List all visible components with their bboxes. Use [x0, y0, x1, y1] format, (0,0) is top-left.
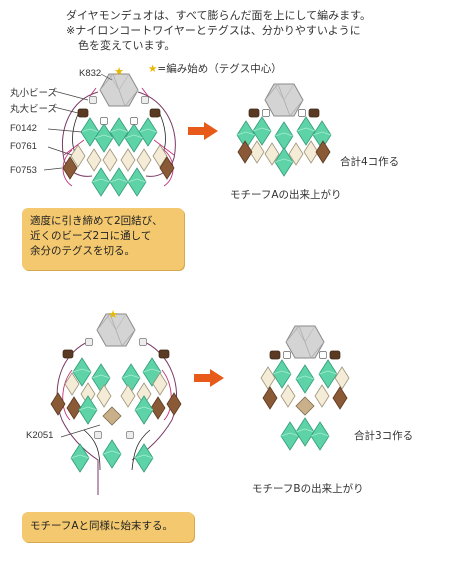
arrow-right-icon-b: [194, 369, 224, 387]
motif-a-caption: モチーフAの出来上がり: [230, 189, 342, 201]
arrow-right-icon-a: [188, 122, 218, 140]
large-bead-right: [149, 108, 161, 118]
intro-text: ダイヤモンデュオは、すべて膨らんだ面を上にして編みます。 ※ナイロンコートワイヤ…: [66, 8, 446, 53]
motif-b-result: [260, 325, 350, 451]
k2051-leader: [60, 424, 101, 438]
intro-line-1: ダイヤモンデュオは、すべて膨らんだ面を上にして編みます。: [66, 9, 372, 22]
intro-line-3: 色を変えています。: [78, 39, 176, 52]
small-bead-right: [141, 96, 149, 104]
note-b: モチーフAと同様に始末する。: [22, 512, 194, 542]
small-bead-left: [89, 96, 97, 104]
motif-a-count: 合計4コ作る: [340, 156, 400, 168]
motif-b-caption: モチーフBの出来上がり: [252, 483, 364, 495]
label-small-bead: 丸小ビーズ: [10, 88, 58, 99]
note-a-line-1: 適度に引き締めて2回結び、: [30, 215, 163, 227]
motif-b-diagram: ★: [50, 308, 182, 495]
f0142-bead: [138, 117, 158, 147]
legend: ★=編み始め（テグス中心）: [148, 61, 282, 76]
legend-text: =編み始め（テグス中心）: [157, 63, 282, 75]
note-a: 適度に引き締めて2回結び、 近くのビーズ2コに通して 余分のテグスを切る。: [22, 208, 184, 270]
note-b-text: モチーフAと同様に始末する。: [30, 520, 174, 532]
note-a-line-2: 近くのビーズ2コに通して: [30, 230, 152, 242]
start-star-icon-b: ★: [108, 308, 118, 321]
motif-a-result: [236, 83, 332, 177]
label-k2051: K2051: [26, 430, 54, 441]
intro-line-2: ※ナイロンコートワイヤーとテグスは、分かりやすいように: [66, 24, 361, 37]
label-f0753: F0753: [10, 165, 37, 176]
start-star-icon: ★: [114, 65, 124, 78]
star-icon: ★: [148, 63, 158, 75]
motif-b-count: 合計3コ作る: [354, 430, 414, 442]
note-a-line-3: 余分のテグスを切る。: [30, 245, 135, 257]
motif-a-leaders: [43, 73, 113, 171]
label-k832: K832: [79, 68, 102, 79]
f0142-bead: [80, 117, 100, 147]
motif-a-diagram: ★: [62, 65, 176, 197]
label-f0142: F0142: [10, 123, 37, 134]
large-bead-left: [77, 108, 89, 118]
f0142-bead: [109, 117, 129, 147]
k2051-bead: [102, 406, 122, 426]
label-f0761: F0761: [10, 141, 37, 152]
label-large-bead: 丸大ビーズ: [10, 104, 58, 115]
k832-bead: [99, 73, 139, 107]
